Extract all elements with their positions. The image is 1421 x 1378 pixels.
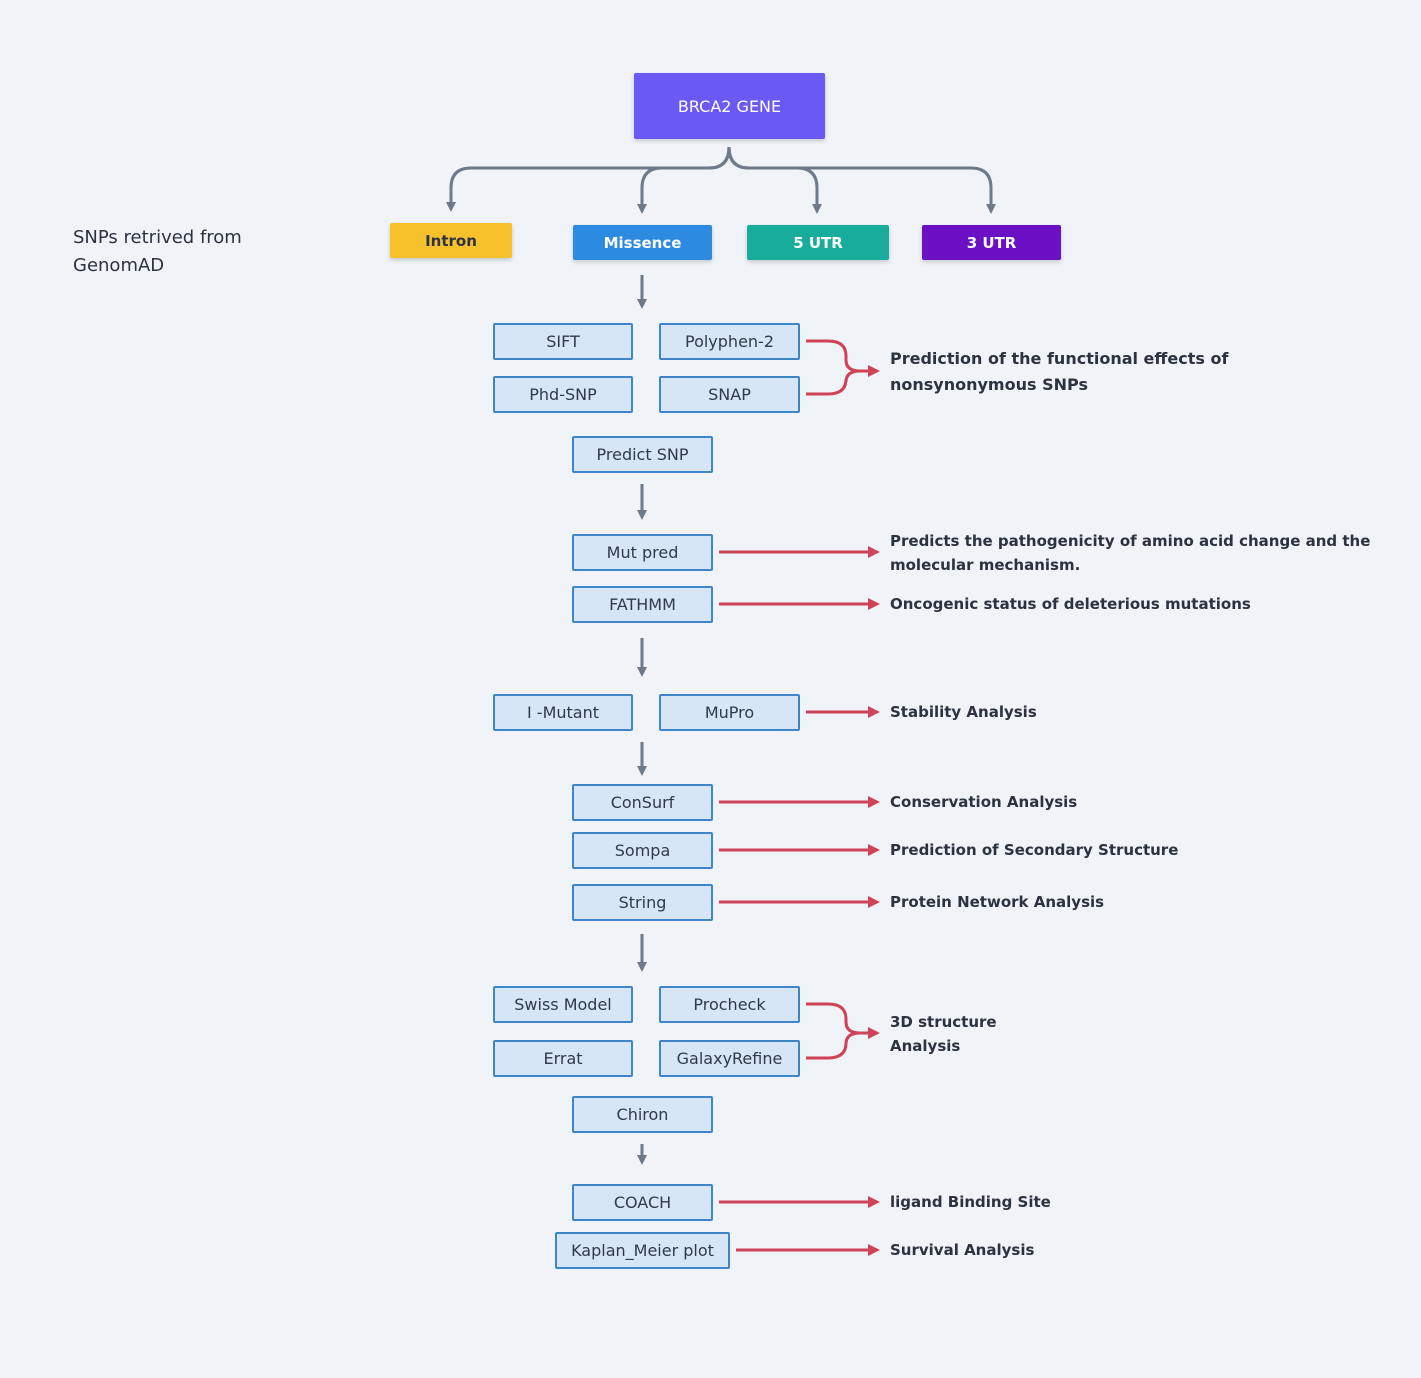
tool-polyphen: Polyphen-2 xyxy=(659,323,800,360)
structure-description: 3D structure Analysis xyxy=(890,1010,997,1058)
tool-coach: COACH xyxy=(572,1184,713,1221)
tool-procheck: Procheck xyxy=(659,986,800,1023)
category-missence: Missence xyxy=(573,225,712,260)
tool-kaplan-meier: Kaplan_Meier plot xyxy=(555,1232,730,1269)
category-label: Missence xyxy=(603,233,682,252)
pathogenicity-description: Predicts the pathogenicity of amino acid… xyxy=(890,529,1370,577)
tool-sift: SIFT xyxy=(493,323,633,360)
description-line: Analysis xyxy=(890,1037,961,1055)
functional-effects-description: Prediction of the functional effects of … xyxy=(890,346,1228,398)
functional-bracket xyxy=(806,339,874,396)
survival-description: Survival Analysis xyxy=(890,1241,1035,1259)
tool-mupro: MuPro xyxy=(659,694,800,731)
gene-branch-connector xyxy=(727,146,822,214)
tool-chiron: Chiron xyxy=(572,1096,713,1133)
category-label: 3 UTR xyxy=(966,233,1017,252)
source-note: SNPs retrived from GenomAD xyxy=(73,227,242,276)
tool-errat: Errat xyxy=(493,1040,633,1077)
conservation-description: Conservation Analysis xyxy=(890,793,1078,811)
tool-sompa: Sompa xyxy=(572,832,713,869)
tool-phdsnp: Phd-SNP xyxy=(493,376,633,413)
category-3utr: 3 UTR xyxy=(922,225,1061,260)
secondary-structure-description: Prediction of Secondary Structure xyxy=(890,841,1179,859)
gene-node: BRCA2 GENE xyxy=(634,73,825,139)
description-line: nonsynonymous SNPs xyxy=(890,375,1088,394)
ligand-description: ligand Binding Site xyxy=(890,1193,1051,1211)
gene-label: BRCA2 GENE xyxy=(677,96,782,116)
description-line: 3D structure xyxy=(890,1013,997,1031)
description-line: Predicts the pathogenicity of amino acid… xyxy=(890,532,1371,550)
structure-bracket xyxy=(806,1002,874,1060)
category-5utr: 5 UTR xyxy=(747,225,889,260)
category-label: Intron xyxy=(425,231,477,250)
description-line: Prediction of the functional effects of xyxy=(890,349,1229,368)
tool-imutant: I -Mutant xyxy=(493,694,633,731)
tool-swissmodel: Swiss Model xyxy=(493,986,633,1023)
network-description: Protein Network Analysis xyxy=(890,893,1105,911)
description-line: molecular mechanism. xyxy=(890,556,1081,574)
category-label: 5 UTR xyxy=(793,233,843,252)
tool-fathmm: FATHMM xyxy=(572,586,713,623)
tool-consurf: ConSurf xyxy=(572,784,713,821)
gene-branch-connector xyxy=(637,146,731,214)
tool-snap: SNAP xyxy=(659,376,800,413)
tool-galaxyrefine: GalaxyRefine xyxy=(659,1040,800,1077)
category-intron: Intron xyxy=(390,223,512,258)
tool-predictsnp: Predict SNP xyxy=(572,436,713,473)
tool-mutpred: Mut pred xyxy=(572,534,713,571)
gene-branch-connector xyxy=(727,146,996,214)
gene-branch-connector xyxy=(446,146,731,212)
oncogenic-description: Oncogenic status of deleterious mutation… xyxy=(890,595,1251,613)
tool-string: String xyxy=(572,884,713,921)
stability-description: Stability Analysis xyxy=(890,703,1037,721)
